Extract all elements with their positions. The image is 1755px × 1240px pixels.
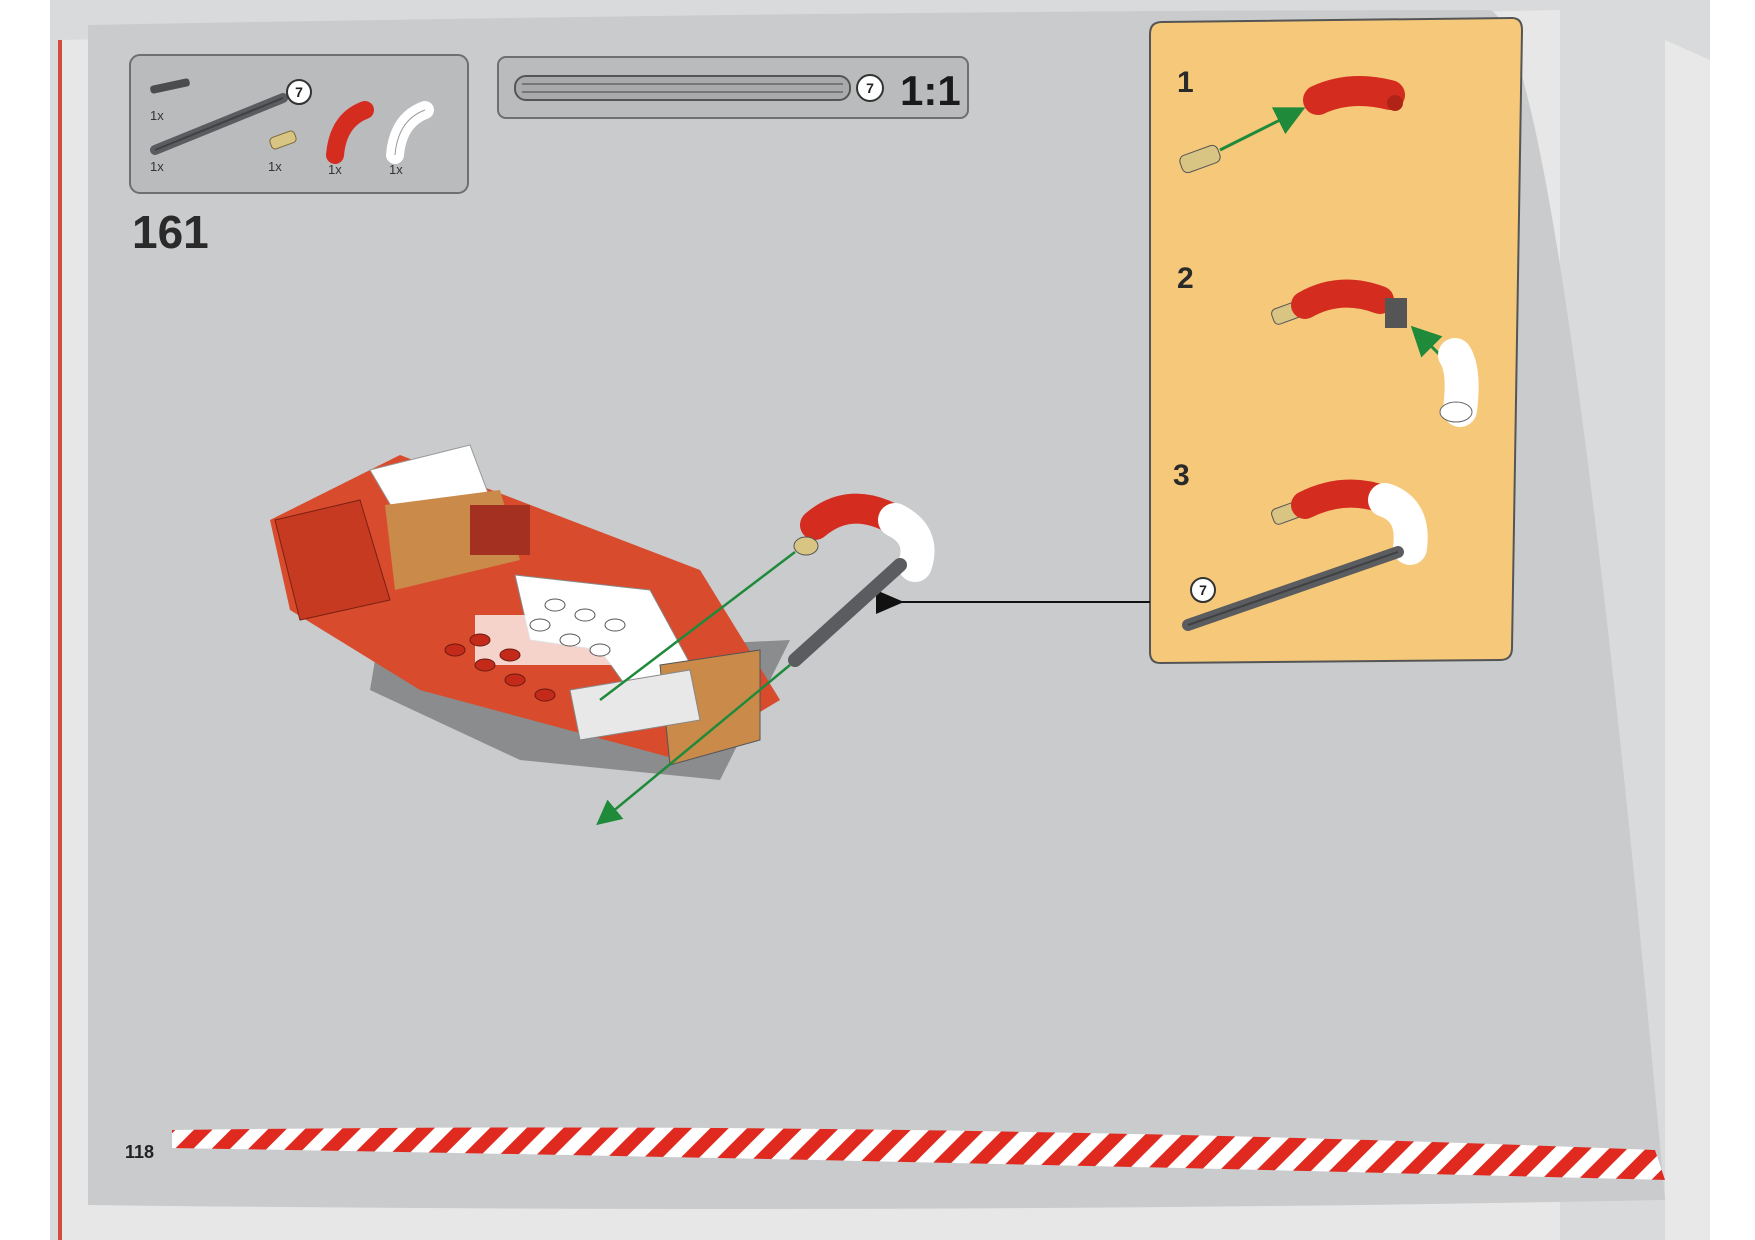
parts-list-panel: 1x 7 1x 1x 1x 1x [129, 54, 469, 194]
small-axle-pin-icon [150, 78, 190, 94]
scale-label: 1:1 [900, 67, 961, 114]
parts-qty-5: 1x [389, 162, 403, 177]
long-axle-icon [150, 93, 288, 155]
tan-pin-icon [269, 130, 297, 150]
sub-step-3-number: 3 [1173, 459, 1190, 492]
ruler-length-badge [856, 74, 884, 102]
sub-step-1-number: 1 [1177, 66, 1194, 99]
sub-step-3-illustration: 7 [1182, 479, 1428, 631]
sub-assembly-callout: 1 2 3 7 [1149, 16, 1524, 665]
main-model-illustration [270, 444, 935, 826]
scale-ruler-panel: 7 1:1 [497, 56, 969, 119]
svg-text:7: 7 [295, 84, 303, 100]
parts-qty-2: 1x [150, 159, 164, 174]
white-curved-tube-icon [386, 101, 434, 164]
right-page-edge [1665, 40, 1710, 1240]
parts-qty-3: 1x [268, 159, 282, 174]
striped-border [172, 1127, 1665, 1180]
step-number: 161 [132, 206, 209, 258]
parts-qty-1: 1x [150, 108, 164, 123]
svg-text:7: 7 [1199, 582, 1207, 598]
length-badge: 7 [286, 79, 312, 105]
page-number: 118 [125, 1142, 154, 1162]
red-curved-tube-icon [326, 101, 374, 164]
sub-step-1-illustration [1179, 76, 1405, 174]
left-red-edge [58, 40, 62, 1240]
parts-qty-4: 1x [328, 162, 342, 177]
sub-step-2-number: 2 [1177, 262, 1194, 295]
svg-text:7: 7 [866, 80, 874, 96]
sub-step-2-illustration [1271, 279, 1479, 427]
